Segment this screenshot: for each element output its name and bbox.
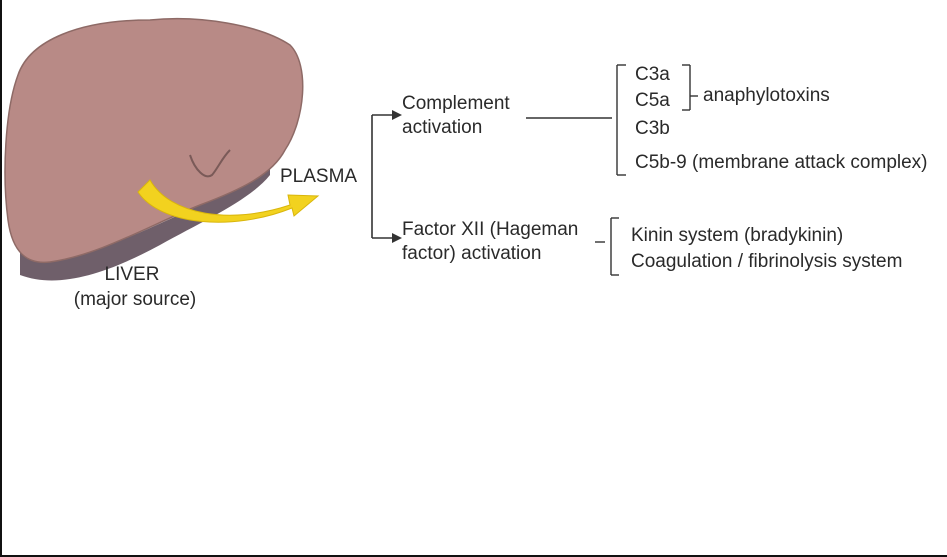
product-kinin-system: Kinin system (bradykinin): [631, 224, 843, 248]
arrowhead-factor-xii: [392, 233, 402, 243]
factor-xii-products-bracket: [611, 218, 619, 275]
anaphylotoxins-label: anaphylotoxins: [703, 84, 830, 108]
liver-note: (major source): [55, 288, 215, 312]
anaphylotoxins-bracket: [682, 65, 698, 110]
liver-label: LIVER: [92, 263, 172, 287]
product-c5b-9: C5b-9 (membrane attack complex): [635, 151, 945, 175]
product-c5a: C5a: [635, 89, 670, 113]
product-c3b: C3b: [635, 117, 670, 141]
liver-icon: [5, 19, 303, 263]
complement-label-line2: activation: [402, 116, 482, 140]
factor-xii-label-line1: Factor XII (Hageman: [402, 218, 578, 242]
plasma-bracket: [372, 115, 392, 238]
product-coagulation-fibrinolysis: Coagulation / fibrinolysis system: [631, 250, 943, 274]
complement-products-bracket: [617, 65, 626, 175]
arrowhead-complement: [392, 110, 402, 120]
product-c3a: C3a: [635, 63, 670, 87]
factor-xii-label-line2: factor) activation: [402, 242, 541, 266]
complement-label-line1: Complement: [402, 92, 510, 116]
plasma-label: PLASMA: [280, 165, 357, 189]
